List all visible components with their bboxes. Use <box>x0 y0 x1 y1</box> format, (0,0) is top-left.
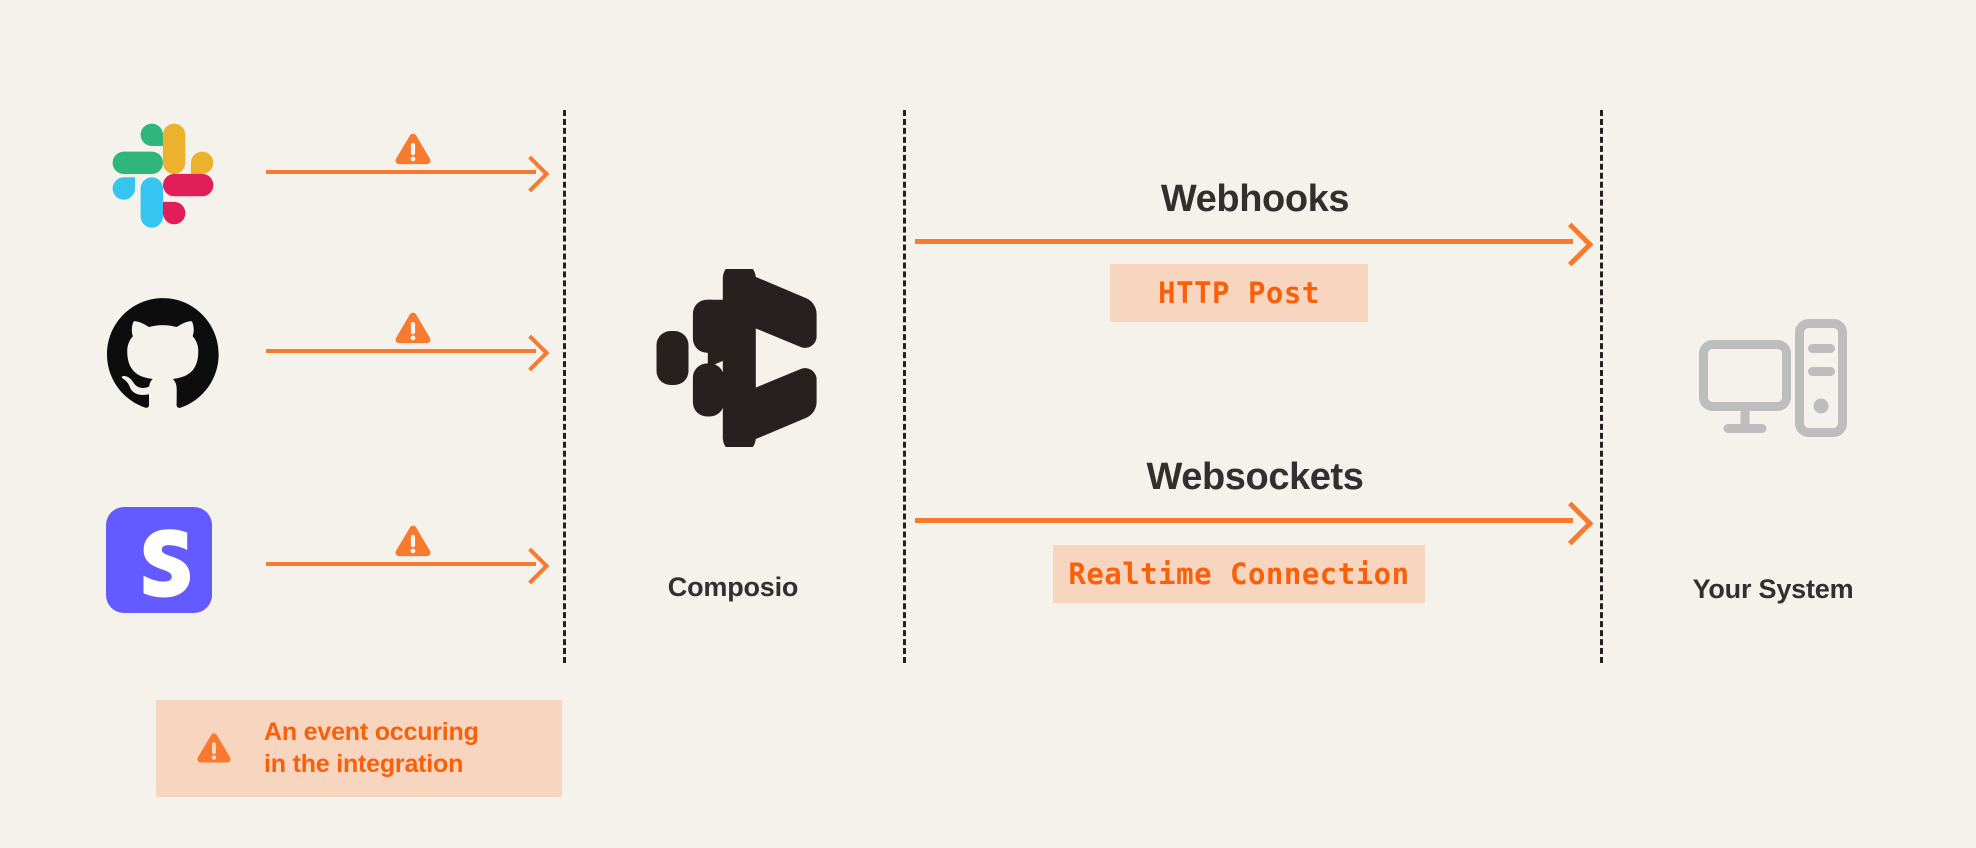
flow-arrowhead-stripe <box>512 547 550 585</box>
flow-arrow-slack <box>266 170 536 174</box>
channel-title-websockets: Websockets <box>1146 456 1364 498</box>
divider-channels-system <box>1600 110 1603 663</box>
legend-text: An event occuring in the integration <box>264 717 479 780</box>
legend-box: An event occuring in the integration <box>156 700 562 797</box>
warning-triangle-icon <box>392 521 434 563</box>
flow-arrowhead-slack <box>512 155 550 193</box>
channel-arrowhead-websockets <box>1549 501 1594 546</box>
stripe-logo-icon <box>104 505 214 615</box>
channel-tag-realtime-connection: Realtime Connection <box>1053 545 1425 603</box>
your-system-caption: Your System <box>1692 574 1854 604</box>
flow-arrowhead-github <box>512 334 550 372</box>
desktop-computer-icon <box>1698 318 1848 438</box>
legend-line-2: in the integration <box>264 749 464 778</box>
divider-integrations-hub <box>563 110 566 663</box>
composio-caption: Composio <box>667 572 799 602</box>
channel-arrow-webhooks <box>915 239 1573 244</box>
channel-arrowhead-webhooks <box>1549 222 1594 267</box>
flow-arrow-github <box>266 349 536 353</box>
warning-triangle-icon <box>392 129 434 171</box>
warning-triangle-icon <box>194 729 234 769</box>
warning-triangle-icon <box>392 308 434 350</box>
channel-title-webhooks: Webhooks <box>1160 178 1350 220</box>
slack-logo-icon <box>104 115 222 233</box>
flow-arrow-stripe <box>266 562 536 566</box>
legend-line-1: An event occuring <box>264 718 479 747</box>
github-logo-icon <box>104 294 222 412</box>
divider-hub-channels <box>903 110 906 663</box>
channel-tag-http-post: HTTP Post <box>1110 264 1368 322</box>
composio-logo-icon <box>648 268 818 448</box>
channel-arrow-websockets <box>915 518 1573 523</box>
